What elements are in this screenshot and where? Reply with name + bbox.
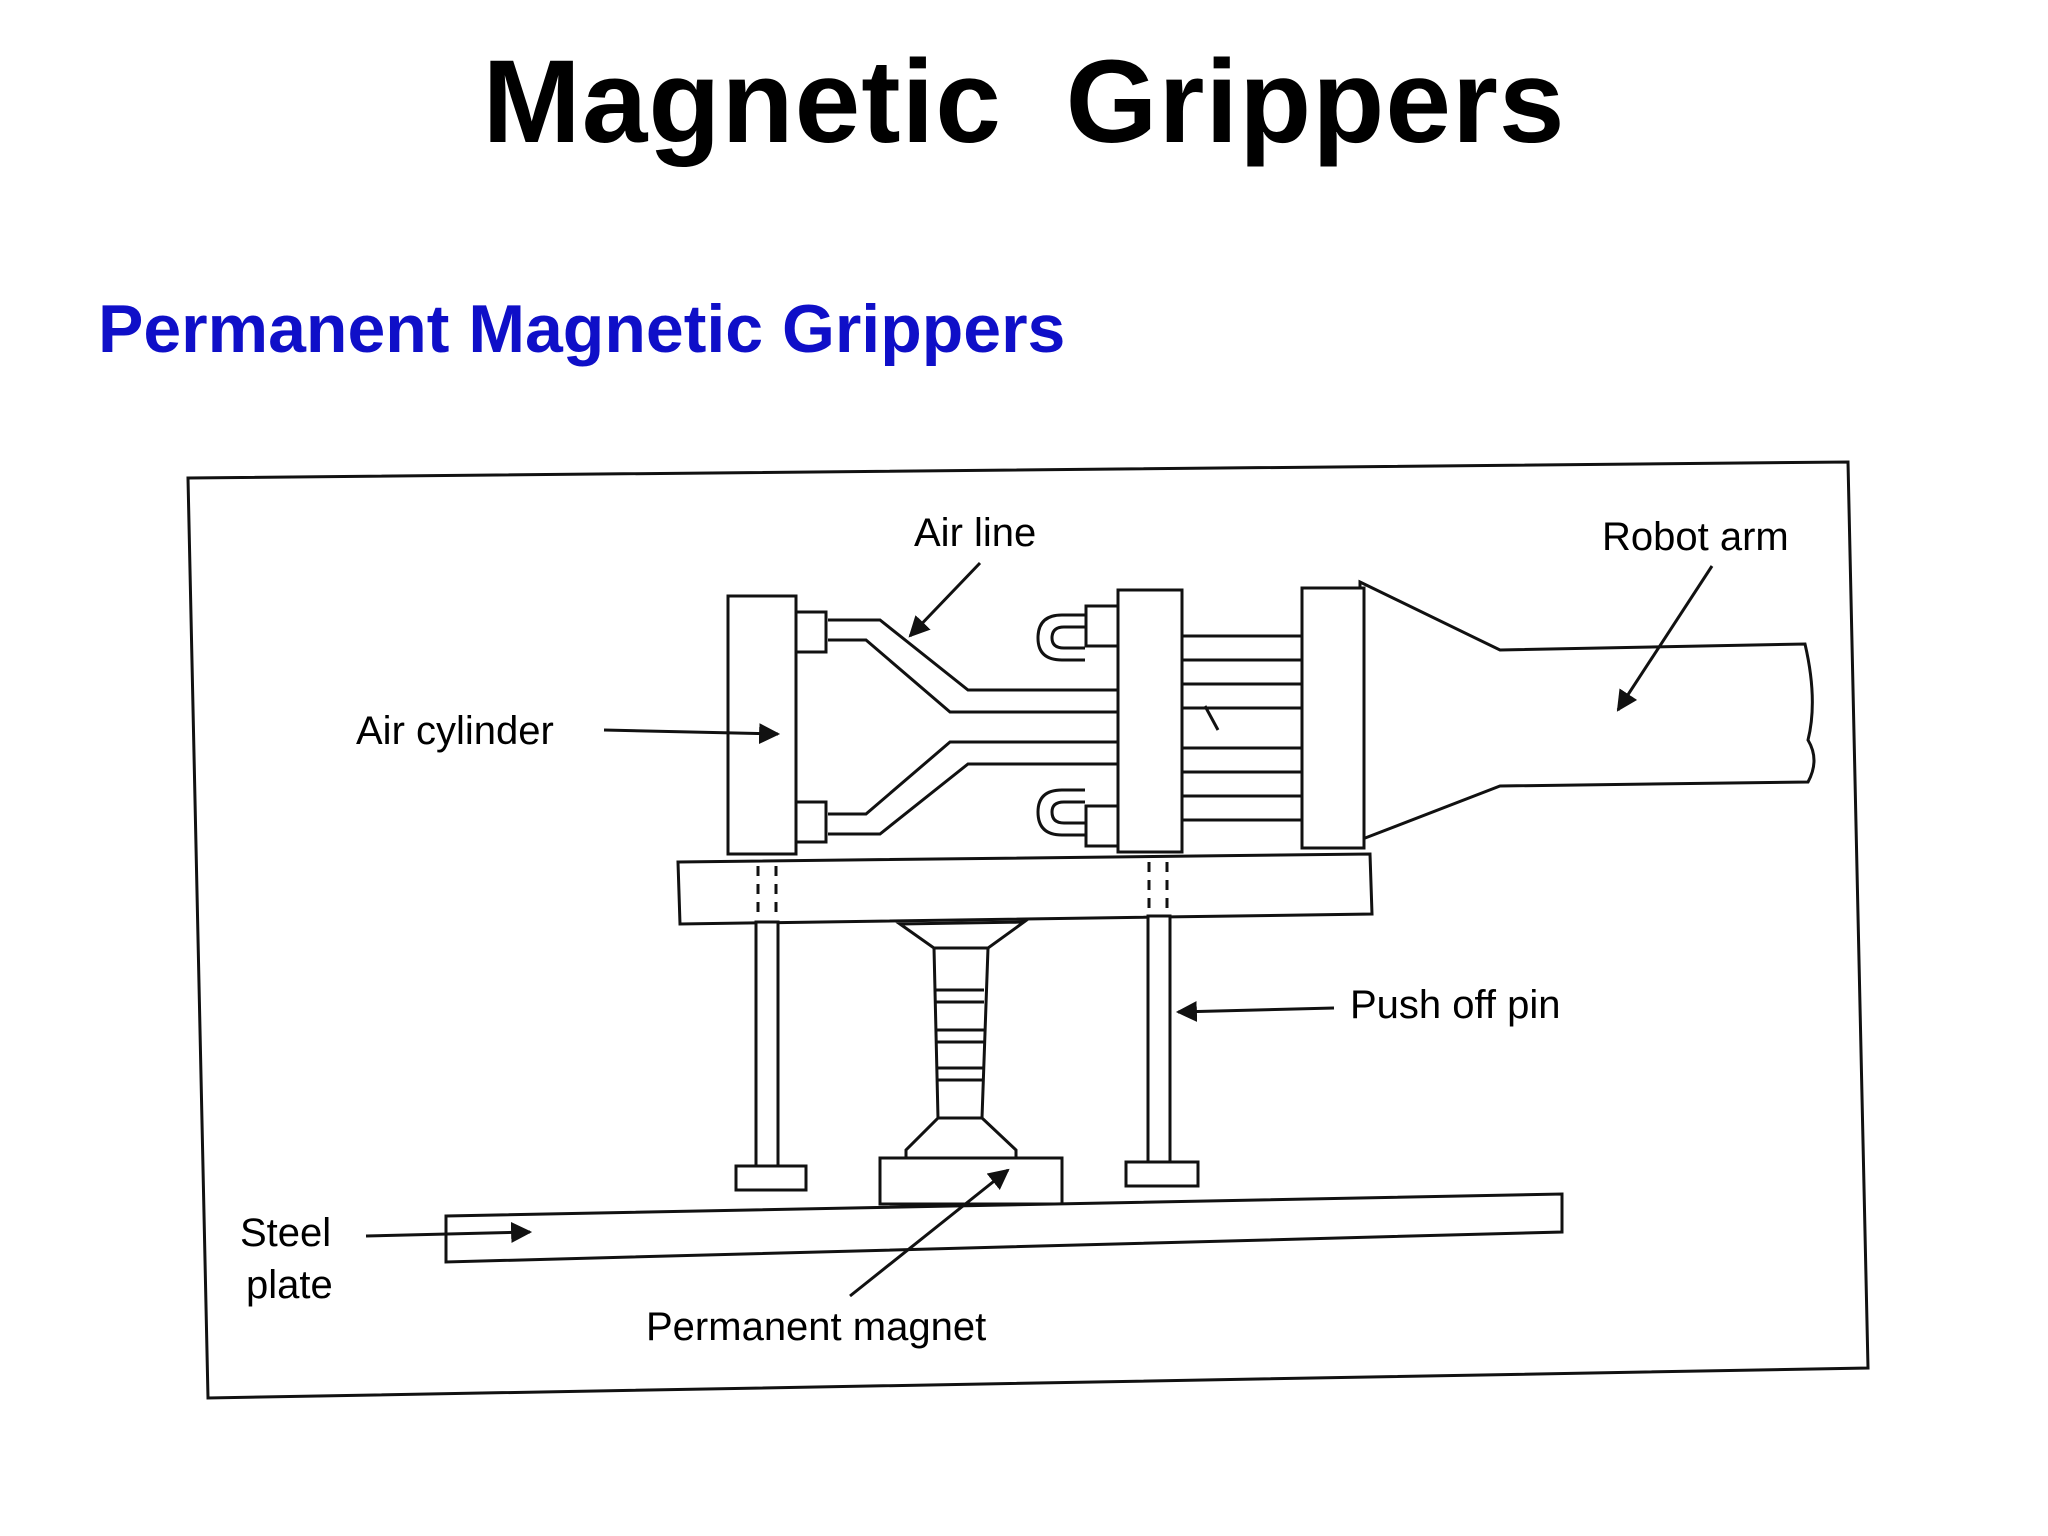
slide-title: Magnetic Grippers — [482, 36, 1566, 168]
label-air-line: Air line — [914, 511, 1036, 555]
label-robot-arm: Robot arm — [1602, 515, 1789, 559]
tie-rods — [1182, 634, 1302, 822]
label-push-off-pin: Push off pin — [1350, 983, 1561, 1027]
base-plate — [676, 852, 1374, 926]
label-steel-plate-line2: plate — [246, 1263, 333, 1307]
port-upper-mid — [1084, 604, 1120, 648]
label-steel-plate-line1: Steel — [240, 1211, 331, 1255]
pin-guides — [756, 862, 1169, 918]
middle-plate — [1116, 588, 1184, 854]
robot-arm — [1358, 579, 1816, 843]
port-upper-left — [794, 610, 828, 654]
steel-plate — [444, 1192, 1564, 1264]
magnet-column — [895, 920, 1029, 1162]
push-off-pin-right — [1124, 914, 1200, 1188]
air-cylinder — [726, 594, 798, 856]
figure-frame — [186, 460, 1870, 1400]
permanent-magnet — [878, 1156, 1064, 1206]
label-air-cylinder: Air cylinder — [356, 709, 554, 753]
leader-arrows — [365, 561, 1714, 1298]
u-hoses — [1036, 613, 1085, 837]
slide-subtitle: Permanent Magnetic Grippers — [98, 291, 1066, 367]
push-off-pin-left — [734, 920, 808, 1192]
port-lower-left — [794, 800, 828, 844]
mounting-plate — [1300, 586, 1366, 850]
air-line — [828, 618, 1125, 836]
label-permanent-magnet: Permanent magnet — [646, 1305, 986, 1349]
port-lower-mid — [1084, 804, 1120, 848]
